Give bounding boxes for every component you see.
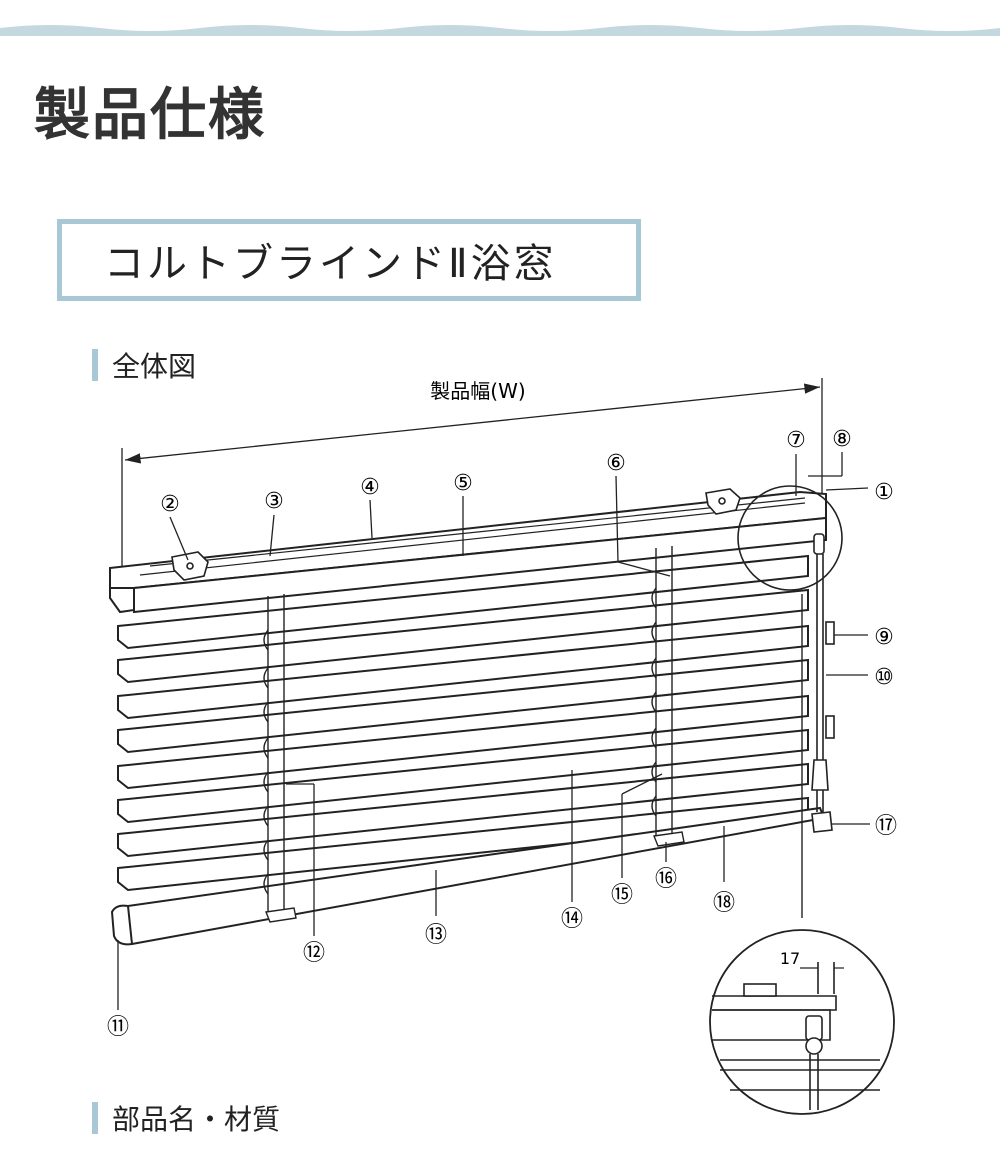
head-rail [109, 490, 827, 614]
ladder-cord-right [651, 546, 685, 847]
product-name: コルトブラインドⅡ浴窓 [104, 241, 557, 287]
section-label-parts: 部品名・材質 [112, 1103, 281, 1136]
callout-leader-lines [117, 452, 870, 1010]
detail-magnified: 17 [709, 929, 895, 1115]
callout-3: ③ [264, 489, 284, 514]
detail-circle-small [737, 485, 843, 591]
callout-7: ⑦ [786, 428, 806, 453]
section-heading-overview: 全体図 [92, 345, 196, 385]
callout-2: ② [160, 492, 180, 517]
callout-18: ⑱ [713, 891, 735, 916]
callout-5: ⑤ [453, 471, 473, 496]
detail-dimension-label: 17 [780, 949, 800, 968]
section-accent-bar [92, 1102, 98, 1134]
head-rail-bracket-left [171, 551, 209, 581]
width-label: 製品幅(W) [430, 379, 525, 403]
callout-4: ④ [360, 475, 380, 500]
slats [117, 554, 809, 892]
callout-11: ⑪ [107, 1015, 129, 1040]
head-rail-bracket-right [705, 488, 741, 515]
section-accent-bar [92, 349, 98, 381]
section-label-overview: 全体図 [112, 350, 197, 383]
callout-15: ⑮ [611, 883, 633, 908]
operating-wand [811, 533, 835, 833]
top-decorative-wave [0, 25, 1000, 36]
callout-14: ⑭ [561, 907, 583, 932]
callout-16: ⑯ [655, 867, 677, 892]
callout-9: ⑨ [874, 625, 894, 650]
callout-8: ⑧ [832, 427, 852, 452]
callout-10: ⑩ [874, 665, 894, 690]
callout-12: ⑫ [303, 941, 325, 966]
callout-1: ① [874, 480, 894, 505]
callout-6: ⑥ [606, 451, 626, 476]
page-title: 製品仕様 [34, 83, 266, 148]
product-name-box: コルトブラインドⅡ浴窓 [57, 219, 641, 301]
section-heading-parts: 部品名・材質 [92, 1098, 280, 1138]
width-dimension [121, 378, 823, 575]
ladder-cord-left [263, 594, 297, 923]
callout-13: ⑬ [425, 923, 447, 948]
callout-17: ⑰ [875, 814, 897, 839]
